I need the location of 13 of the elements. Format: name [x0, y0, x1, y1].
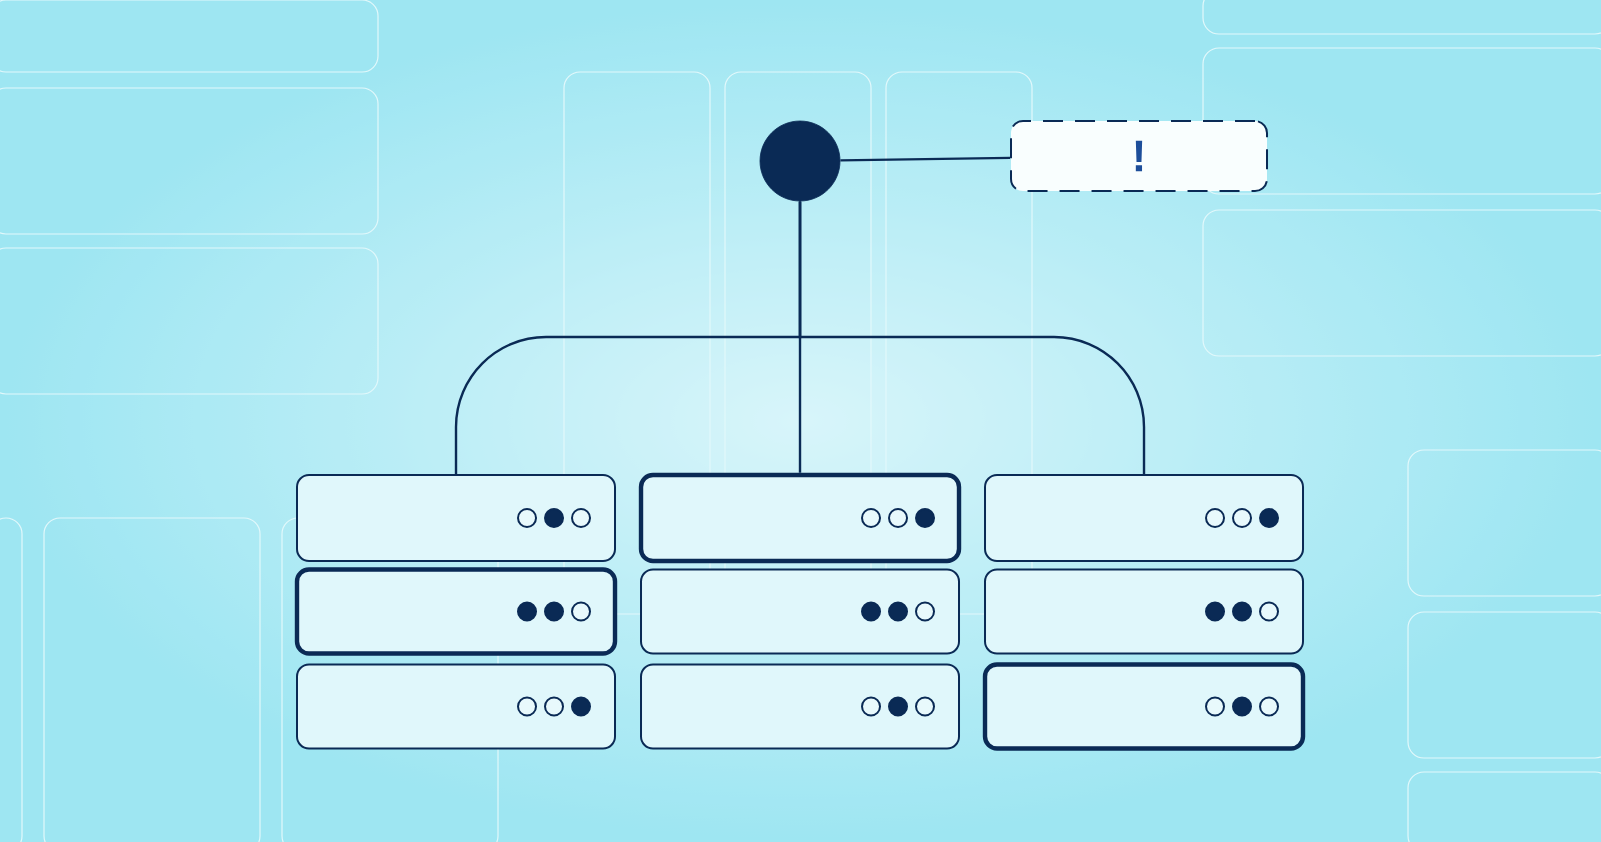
server-unit [296, 663, 616, 750]
connector-line [798, 201, 1146, 474]
server-unit [982, 662, 1306, 751]
server-unit [296, 474, 616, 562]
server-unit [638, 472, 962, 564]
server-unit [640, 568, 960, 655]
server-unit [294, 567, 618, 656]
server-unit [984, 474, 1304, 562]
note-box: ! [1010, 120, 1268, 192]
server-unit [984, 568, 1304, 655]
server-unit [640, 663, 960, 750]
connector-line [840, 156, 1011, 162]
circle [759, 120, 841, 202]
